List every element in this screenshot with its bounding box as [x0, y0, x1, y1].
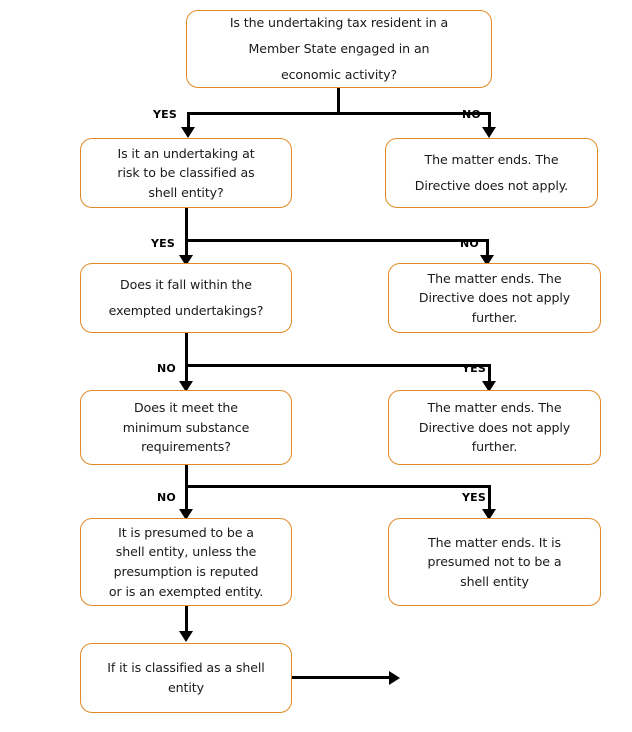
- arrowhead-outgoing: [389, 671, 400, 685]
- arrowhead-branch2-left: [179, 255, 193, 266]
- node-end4: The matter ends. It is presumed not to b…: [388, 518, 601, 606]
- connector-branch2-left-drop: [185, 239, 188, 258]
- node-q3: Does it fall within the exempted underta…: [80, 263, 292, 333]
- arrowhead-branch1-left: [181, 127, 195, 138]
- node-q4-label: Does it meet the minimum substance requi…: [122, 400, 250, 455]
- edge-label-branch4-no: NO: [157, 491, 176, 504]
- connector-branch4-left-drop: [185, 485, 188, 512]
- arrowhead-branch2-right: [480, 255, 494, 266]
- node-end4-label: The matter ends. It is presumed not to b…: [427, 534, 562, 589]
- node-end1: The matter ends. The Directive does not …: [385, 138, 598, 208]
- edge-label-branch1-no: NO: [462, 108, 481, 121]
- arrowhead-branch1-right: [482, 127, 496, 138]
- node-classified: If it is classified as a shell entity: [80, 643, 292, 713]
- node-presumed-shell: It is presumed to be a shell entity, unl…: [80, 518, 292, 606]
- node-classified-label: If it is classified as a shell entity: [107, 660, 265, 695]
- node-q2-label: Is it an undertaking at risk to be class…: [117, 145, 255, 200]
- node-q1-label: Is the undertaking tax resident in a Mem…: [229, 15, 449, 82]
- connector-branch1-left-drop: [187, 112, 190, 130]
- node-end1-label: The matter ends. The Directive does not …: [414, 152, 569, 193]
- node-q1: Is the undertaking tax resident in a Mem…: [186, 10, 492, 88]
- node-end2-label: The matter ends. The Directive does not …: [418, 270, 571, 325]
- edge-label-branch3-no: NO: [157, 362, 176, 375]
- node-q4: Does it meet the minimum substance requi…: [80, 390, 292, 465]
- connector-final-stem: [185, 606, 188, 634]
- connector-branch2-bar: [185, 239, 489, 242]
- node-end3: The matter ends. The Directive does not …: [388, 390, 601, 465]
- connector-branch4-bar: [185, 485, 491, 488]
- connector-branch3-bar: [185, 364, 491, 367]
- arrowhead-branch4-right: [482, 509, 496, 520]
- connector-branch4-right-drop: [488, 485, 491, 512]
- edge-label-branch3-yes: YES: [462, 362, 487, 375]
- arrowhead-branch4-left: [179, 509, 193, 520]
- connector-outgoing-line: [292, 676, 392, 679]
- node-presumed-shell-label: It is presumed to be a shell entity, unl…: [108, 524, 264, 599]
- arrowhead-branch3-right: [482, 381, 496, 392]
- edge-label-branch4-yes: YES: [462, 491, 487, 504]
- edge-label-branch1-yes: YES: [153, 108, 178, 121]
- arrowhead-branch3-left: [179, 381, 193, 392]
- connector-branch3-right-drop: [488, 364, 491, 384]
- node-end2: The matter ends. The Directive does not …: [388, 263, 601, 333]
- connector-branch1-bar: [187, 112, 491, 115]
- connector-branch3-left-drop: [185, 364, 188, 384]
- node-end3-label: The matter ends. The Directive does not …: [418, 400, 571, 455]
- edge-label-branch2-no: NO: [460, 237, 479, 250]
- node-q2: Is it an undertaking at risk to be class…: [80, 138, 292, 208]
- arrowhead-final: [179, 631, 193, 642]
- connector-branch2-right-drop: [486, 239, 489, 258]
- connector-q4-stem: [185, 465, 188, 499]
- connector-q3-stem: [185, 333, 188, 367]
- node-q3-label: Does it fall within the exempted underta…: [108, 277, 264, 318]
- connector-branch1-right-drop: [488, 112, 491, 130]
- edge-label-branch2-yes: YES: [151, 237, 176, 250]
- connector-q2-stem: [185, 208, 188, 242]
- connector-q1-stem: [337, 88, 340, 114]
